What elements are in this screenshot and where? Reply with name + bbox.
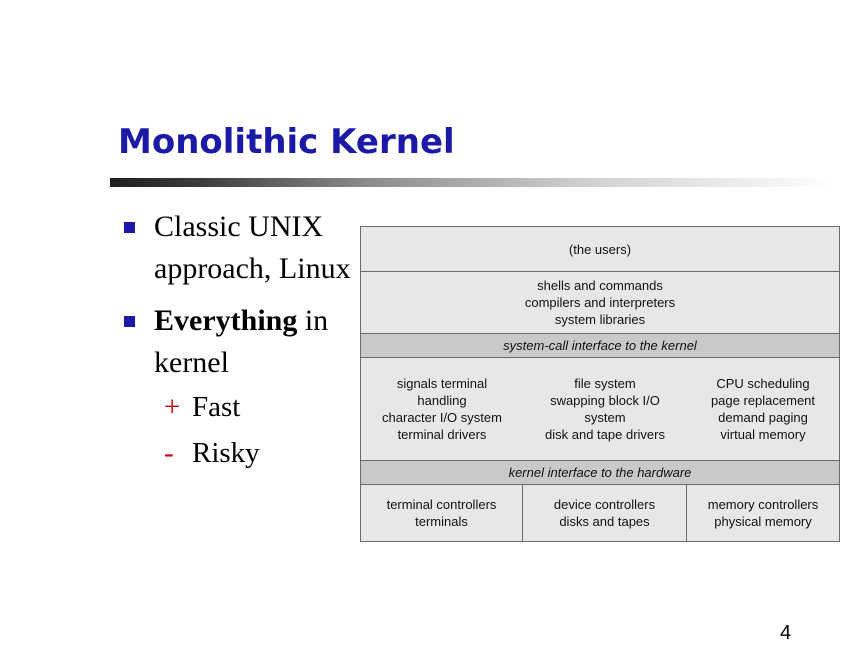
bullet-item: Classic UNIX approach, Linux <box>120 206 360 290</box>
hardware-cell-terminal: terminal controllers terminals <box>361 485 523 541</box>
bullet-list: Classic UNIX approach, Linux Everything … <box>120 206 360 476</box>
kernel-line: virtual memory <box>720 427 806 442</box>
shells-layer: shells and commands compilers and interp… <box>361 272 839 334</box>
bullet-item: Everything in kernel <box>120 300 360 384</box>
bullet-bold-text: Everything <box>154 304 298 337</box>
shells-line: system libraries <box>554 312 646 327</box>
kernel-line: demand paging <box>718 410 808 425</box>
plus-marker: + <box>164 391 181 423</box>
hardware-interface-layer: kernel interface to the hardware <box>361 461 839 485</box>
kernel-line: handling <box>417 393 467 408</box>
hardware-cell-device: device controllers disks and tapes <box>523 485 687 541</box>
minus-marker: - <box>164 437 174 469</box>
square-bullet-icon <box>124 316 135 327</box>
kernel-line: terminal drivers <box>397 427 487 442</box>
kernel-line: signals terminal <box>396 376 488 391</box>
kernel-line: disk and tape drivers <box>545 427 665 442</box>
kernel-column-terminal: signals terminal handling character I/O … <box>361 358 523 460</box>
hardware-line: memory controllers <box>707 497 819 512</box>
hardware-line: disks and tapes <box>559 514 650 529</box>
slide-title: Monolithic Kernel <box>118 122 455 162</box>
bullet-text: in kernel <box>154 304 329 379</box>
title-underline <box>110 178 836 187</box>
sub-bullet-text: Fast <box>192 391 241 423</box>
hardware-line: physical memory <box>714 514 812 529</box>
hardware-interface-label: kernel interface to the hardware <box>508 465 692 480</box>
shells-line: compilers and interpreters <box>524 295 676 310</box>
shells-label: shells and commands compilers and interp… <box>361 272 839 333</box>
page-number: 4 <box>780 622 792 644</box>
syscall-interface-label: system-call interface to the kernel <box>503 338 697 353</box>
users-label: (the users) <box>568 241 632 257</box>
kernel-column-memory: CPU scheduling page replacement demand p… <box>687 358 839 460</box>
shells-line: shells and commands <box>537 278 663 293</box>
kernel-line: character I/O system <box>382 410 502 425</box>
kernel-layer-diagram: (the users) shells and commands compiler… <box>360 226 840 542</box>
kernel-column-filesystem: file system swapping block I/O system di… <box>523 358 687 460</box>
hardware-line: device controllers <box>553 497 656 512</box>
hardware-cell-memory: memory controllers physical memory <box>687 485 839 541</box>
sub-bullet-item: + Fast <box>120 384 360 430</box>
hardware-line: terminal controllers <box>386 497 497 512</box>
bullet-text: Classic UNIX approach, Linux <box>154 210 351 285</box>
kernel-line: system <box>584 410 626 425</box>
sub-bullet-item: - Risky <box>120 430 360 476</box>
syscall-interface-layer: system-call interface to the kernel <box>361 334 839 358</box>
kernel-line: page replacement <box>710 393 816 408</box>
kernel-layer: signals terminal handling character I/O … <box>361 358 839 461</box>
kernel-line: CPU scheduling <box>716 376 810 391</box>
users-layer: (the users) <box>361 227 839 272</box>
hardware-line: terminals <box>415 514 468 529</box>
square-bullet-icon <box>124 222 135 233</box>
hardware-layer: terminal controllers terminals device co… <box>361 485 839 541</box>
sub-bullet-text: Risky <box>192 437 260 469</box>
kernel-line: swapping block I/O <box>550 393 660 408</box>
kernel-line: file system <box>574 376 636 391</box>
